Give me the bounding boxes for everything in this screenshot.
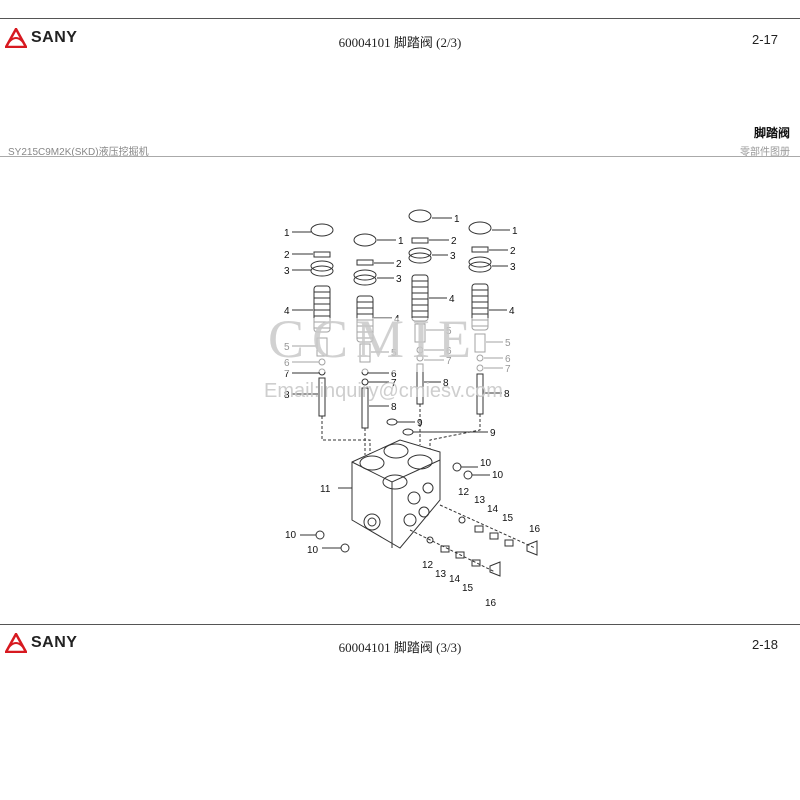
callout-label: 10 [307, 545, 319, 556]
callout-label: 8 [504, 389, 510, 400]
callout-label: 16 [485, 598, 497, 609]
callout-label: 2 [396, 259, 402, 270]
part-10-plug [452, 462, 462, 472]
catalog-label: 零部件图册 [740, 147, 790, 158]
part-9-plug [386, 418, 398, 426]
part-12-ring [458, 516, 466, 524]
callout-label: 4 [284, 306, 290, 317]
callout-label: 10 [492, 470, 504, 481]
part-1-plate [310, 223, 334, 237]
sany-logo-text: SANY [31, 29, 78, 46]
callout-label: 9 [417, 418, 423, 429]
callout-label: 3 [396, 274, 402, 285]
callout-label: 12 [422, 560, 434, 571]
part-3-seal [310, 260, 334, 272]
sany-logo-text: SANY [31, 634, 78, 651]
sany-logo-bottom: SANY [5, 633, 77, 653]
callout-label: 10 [480, 458, 492, 469]
page-number-top: 2-17 [751, 32, 778, 47]
callout-label: 1 [398, 236, 404, 247]
part-2-clip [313, 251, 331, 258]
callout-label: 4 [449, 294, 455, 305]
callout-label: 16 [529, 524, 541, 535]
callout-label: 13 [435, 569, 447, 580]
model-name: SY215C9M2K(SKD)液压挖掘机 [8, 147, 149, 158]
section-title: 脚踏阀 [753, 126, 790, 140]
watermark-backdrop [262, 318, 564, 372]
sany-logo-top: SANY [5, 28, 77, 48]
callout-label: 3 [510, 262, 516, 273]
callout-label: 2 [510, 246, 516, 257]
callout-label: 3 [450, 251, 456, 262]
callout-label: 1 [454, 214, 460, 225]
header-title-top: 60004101 脚踏阀 (2/3) [338, 35, 462, 50]
callout-label: 15 [462, 583, 474, 594]
callout-label: 7 [391, 378, 397, 389]
callout-label: 15 [502, 513, 514, 524]
callout-label: 9 [490, 428, 496, 439]
bottom-rule [0, 624, 800, 625]
page-number-bottom: 2-18 [751, 637, 778, 652]
top-sub-rule [0, 156, 800, 157]
callout-label: 1 [512, 226, 518, 237]
top-rule [0, 18, 800, 19]
callout-label: 10 [285, 530, 297, 541]
callout-label: 14 [487, 504, 499, 515]
part-13-washer [474, 525, 484, 533]
part-15-spring [504, 539, 514, 547]
callout-label: 8 [284, 390, 290, 401]
callout-label: 13 [474, 495, 486, 506]
callout-label: 11 [320, 484, 331, 495]
callout-label: 7 [284, 369, 290, 380]
callout-label: 4 [509, 306, 515, 317]
callout-label: 6 [391, 369, 397, 380]
callout-label: 2 [284, 250, 290, 261]
callout-label: 3 [284, 266, 290, 277]
header-title-bottom: 60004101 脚踏阀 (3/3) [338, 640, 462, 655]
sany-triangle-icon [5, 28, 27, 48]
callout-label: 12 [458, 487, 470, 498]
callout-label: 14 [449, 574, 461, 585]
sany-triangle-icon [5, 633, 27, 653]
part-14-seat [489, 532, 499, 540]
callout-label: 1 [284, 228, 290, 239]
callout-label: 8 [391, 402, 397, 413]
part-16-plug [526, 540, 538, 556]
watermark-email: Email:inquiry@cmiesv.com [264, 380, 503, 402]
callout-label: 8 [443, 378, 449, 389]
watermark-brand: CCMIE [268, 309, 480, 369]
part-11-valve-body [351, 439, 441, 549]
callout-label: 2 [451, 236, 457, 247]
